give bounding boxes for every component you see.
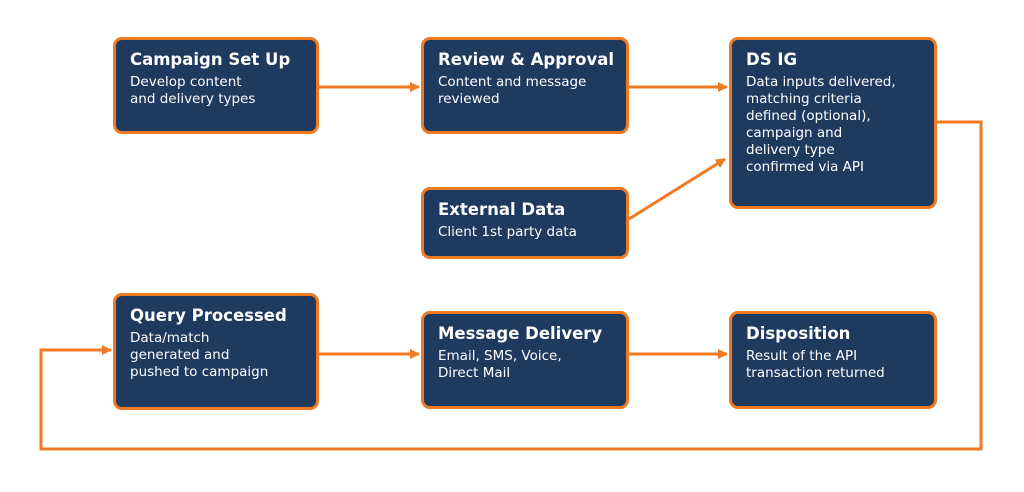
node-title: Message Delivery [438,324,603,343]
arrow-external-data-to-ds-ig [628,157,726,221]
node-title: Query Processed [130,306,287,325]
node-ds-ig: DS IG Data inputs delivered, matching cr… [729,37,937,209]
node-query-processed: Query Processed Data/match generated and… [113,293,319,410]
arrow-ds-ig-to-query-processed [39,120,983,451]
node-title: Campaign Set Up [130,50,291,69]
node-description: Data/match generated and pushed to campa… [130,330,269,380]
node-campaign-setup: Campaign Set Up Develop content and deli… [113,37,319,134]
node-disposition: Disposition Result of the API transactio… [729,311,937,409]
node-description: Email, SMS, Voice, Direct Mail [438,348,562,381]
node-title: DS IG [746,50,798,69]
node-review-approval: Review & Approval Content and message re… [421,37,629,134]
node-description: Content and message reviewed [438,74,587,107]
node-description: Result of the API transaction returned [746,348,885,381]
node-title: External Data [438,200,566,219]
node-message-delivery: Message Delivery Email, SMS, Voice, Dire… [421,311,629,409]
node-description: Data inputs delivered, matching criteria… [746,74,896,175]
node-description: Develop content and delivery types [130,74,256,107]
node-description: Client 1st party data [438,224,577,240]
node-title: Disposition [746,324,851,343]
node-external-data: External Data Client 1st party data [421,187,629,259]
node-title: Review & Approval [438,50,615,69]
